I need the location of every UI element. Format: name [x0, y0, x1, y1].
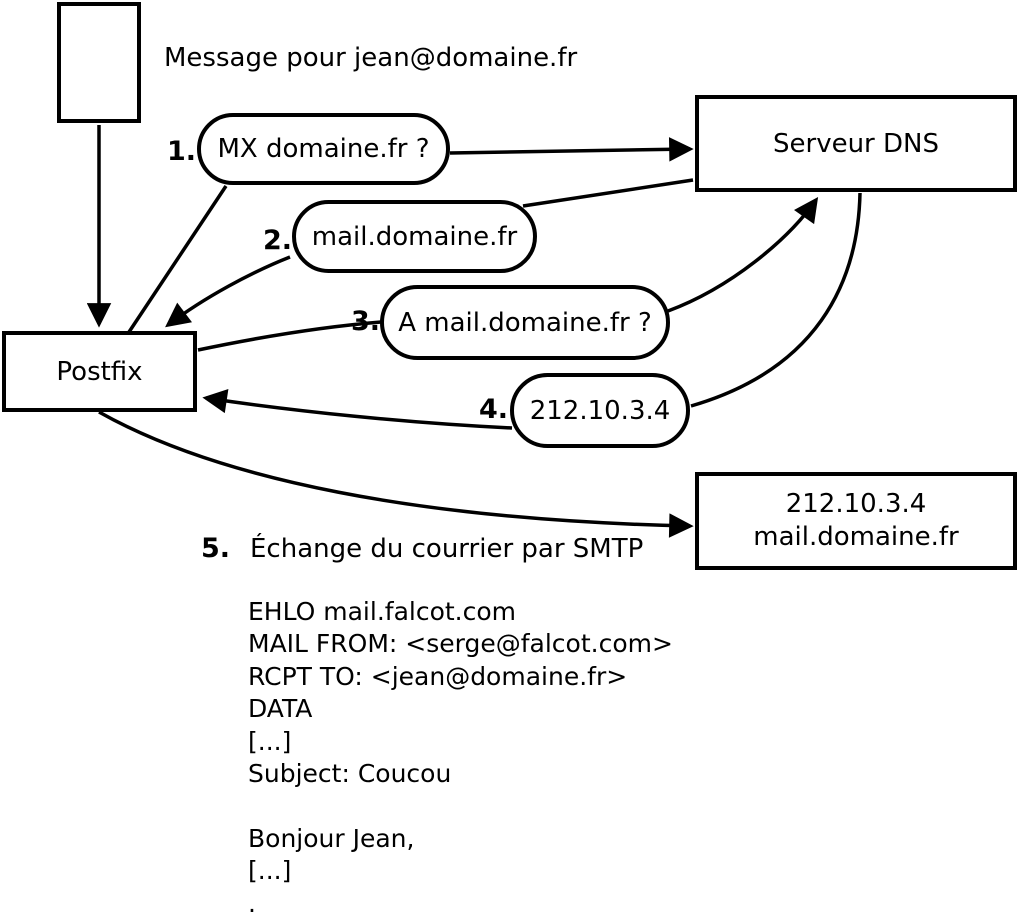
- step-2-number: 2.: [262, 225, 292, 256]
- step-3-number: 3.: [350, 306, 380, 337]
- line-postfix-to-mx-query: [127, 185, 228, 333]
- mail-server-hostname: mail.domaine.fr: [753, 522, 959, 552]
- message-note: Message pour jean@domaine.fr: [164, 43, 578, 73]
- step-2-label: mail.domaine.fr: [311, 221, 518, 252]
- step-4-pill: 212.10.3.4: [510, 373, 690, 448]
- dns-server-label: Serveur DNS: [773, 128, 939, 159]
- line-postfix-to-a-query: [197, 320, 382, 352]
- step-3-label: A mail.domaine.fr ?: [398, 307, 652, 338]
- postfix-node: Postfix: [2, 331, 197, 412]
- arrow-mx-query-to-dns: [449, 137, 694, 162]
- postfix-node-label: Postfix: [56, 356, 143, 387]
- line-dns-to-mx-answer: [522, 178, 694, 208]
- step-4-number: 4.: [478, 394, 508, 425]
- step-4-label: 212.10.3.4: [529, 395, 671, 426]
- arrow-a-query-to-dns: [667, 196, 819, 313]
- step-1-pill: MX domaine.fr ?: [197, 113, 450, 185]
- arrow-mx-answer-to-postfix: [165, 255, 291, 328]
- step-5-label: Échange du courrier par SMTP: [250, 534, 644, 564]
- step-3-pill: A mail.domaine.fr ?: [380, 285, 670, 360]
- mail-server-node: 212.10.3.4 mail.domaine.fr: [695, 472, 1017, 570]
- arrow-smtp-exchange-to-mail-server: [98, 410, 694, 538]
- line-dns-to-a-answer: [690, 192, 862, 408]
- dns-server-node: Serveur DNS: [695, 95, 1017, 192]
- step-1-label: MX domaine.fr ?: [217, 134, 430, 164]
- outgoing-message-icon: [57, 2, 141, 123]
- step-1-number: 1.: [166, 136, 196, 167]
- arrow-a-answer-to-postfix: [202, 388, 513, 430]
- step-5-number: 5.: [200, 533, 230, 564]
- mail-server-ip: 212.10.3.4: [785, 489, 927, 519]
- step-2-pill: mail.domaine.fr: [292, 200, 537, 273]
